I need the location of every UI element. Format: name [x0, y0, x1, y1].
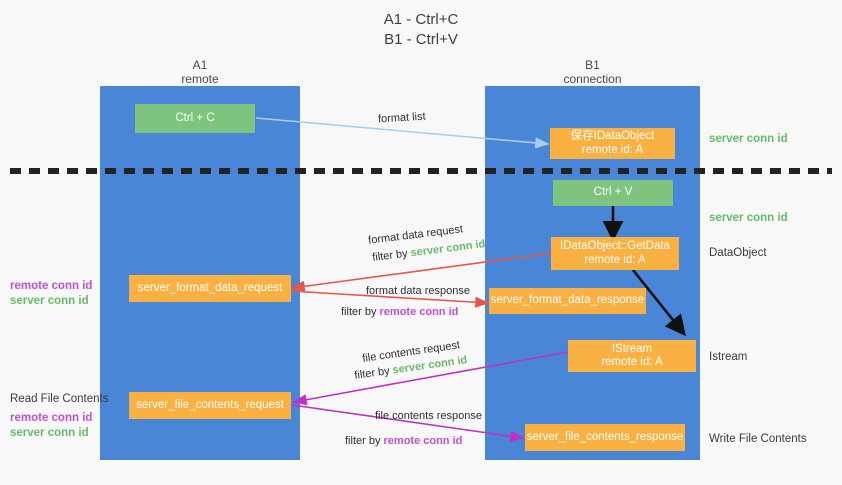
- filter-prefix-1: filter by: [371, 247, 412, 264]
- note-remote-conn-id-2: remote conn id: [10, 412, 93, 424]
- note-read-file-contents: Read File Contents: [10, 393, 109, 405]
- lane-header-b1: B1 connection: [563, 58, 622, 86]
- filter-prefix-4: filter by: [345, 435, 384, 447]
- box-ctrl-v[interactable]: Ctrl + V: [553, 180, 673, 206]
- edge-label-file-contents-response-filter: filter by remote conn id: [345, 434, 462, 449]
- lane-header-a1: A1 remote: [181, 58, 219, 86]
- note-dataobject: DataObject: [709, 247, 767, 259]
- note-conn-ids-1: remote conn id server conn id: [10, 279, 98, 309]
- note-server-conn-id-4: server conn id: [10, 427, 89, 439]
- box-server-file-contents-request[interactable]: server_file_contents_request: [129, 392, 291, 419]
- note-server-conn-id-2: server conn id: [709, 212, 788, 224]
- note-istream: Istream: [709, 351, 748, 363]
- edge-label-format-list: format list: [377, 110, 426, 126]
- note-conn-ids-2: remote conn id server conn id: [10, 411, 98, 441]
- note-server-conn-id-3: server conn id: [10, 295, 89, 307]
- box-server-format-data-request[interactable]: server_format_data_request: [129, 275, 291, 302]
- box-save-idataobject[interactable]: 保存IDataObject remote id: A: [550, 128, 675, 159]
- filter-prefix-3: filter by: [353, 364, 394, 382]
- box-istream[interactable]: IStream remote id: A: [568, 340, 696, 372]
- box-idataobject-getdata[interactable]: IDataObject::GetData remote id: A: [551, 237, 679, 270]
- note-write-file-contents: Write File Contents: [709, 433, 807, 445]
- box-server-file-contents-response[interactable]: server_file_contents_response: [525, 424, 685, 451]
- filter-prefix-2: filter by: [341, 306, 380, 318]
- diagram-title: A1 - Ctrl+C B1 - Ctrl+V: [383, 11, 459, 48]
- box-server-format-data-response[interactable]: server_format_data_response: [489, 288, 646, 314]
- note-server-conn-id-1: server conn id: [709, 133, 788, 145]
- edge-label-format-data-response: format data response: [366, 285, 470, 297]
- filter-value-remote-conn-id-2: remote conn id: [383, 435, 463, 447]
- box-ctrl-c[interactable]: Ctrl + C: [135, 104, 255, 133]
- edge-label-file-contents-response: file contents response: [375, 410, 483, 422]
- note-remote-conn-id-1: remote conn id: [10, 280, 93, 292]
- edge-label-format-data-response-filter: filter by remote conn id: [341, 305, 458, 320]
- filter-value-remote-conn-id-1: remote conn id: [379, 306, 459, 318]
